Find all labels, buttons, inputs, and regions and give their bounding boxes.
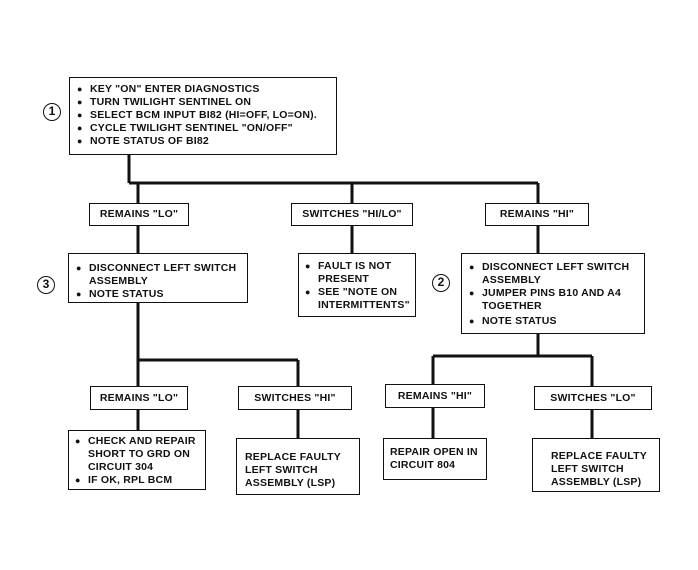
repair-open-box: REPAIR OPEN IN CIRCUIT 804 xyxy=(383,438,487,480)
fault-not-present-box: FAULT IS NOT PRESENT SEE "NOTE ON INTERM… xyxy=(298,253,416,317)
check-item-2: IF OK, RPL BCM xyxy=(74,474,200,487)
step-marker-2: 2 xyxy=(432,274,450,292)
fault-item-1: FAULT IS NOT PRESENT xyxy=(304,260,410,286)
step3-item-2: NOTE STATUS xyxy=(75,288,241,301)
step-marker-1: 1 xyxy=(43,103,61,121)
step2-item-1: DISCONNECT LEFT SWITCH ASSEMBLY xyxy=(468,261,638,287)
step2-item-2: JUMPER PINS B10 AND A4 TOGETHER xyxy=(468,287,638,313)
start-item-1: KEY "ON" ENTER DIAGNOSTICS xyxy=(76,83,330,96)
start-item-3-continuation: CYCLE TWILIGHT SENTINEL "ON/OFF" xyxy=(76,122,330,135)
lower-switches-hi: SWITCHES "HI" xyxy=(238,386,352,410)
replace-left-switch-box: REPLACE FAULTY LEFT SWITCH ASSEMBLY (LSP… xyxy=(236,438,360,495)
lower-switches-lo: SWITCHES "LO" xyxy=(534,386,652,410)
start-item-3: SELECT BCM INPUT BI82 (HI=OFF, LO=ON). xyxy=(76,109,330,122)
replace-right-switch-box: REPLACE FAULTY LEFT SWITCH ASSEMBLY (LSP… xyxy=(532,438,660,492)
lower-remains-lo: REMAINS "LO" xyxy=(90,386,188,410)
lower-remains-hi: REMAINS "HI" xyxy=(385,384,485,408)
branch-remains-hi: REMAINS "HI" xyxy=(485,203,589,226)
step2-instructions-box: DISCONNECT LEFT SWITCH ASSEMBLY JUMPER P… xyxy=(461,253,645,334)
step3-instructions-box: DISCONNECT LEFT SWITCH ASSEMBLY NOTE STA… xyxy=(68,253,248,303)
start-instructions-box: KEY "ON" ENTER DIAGNOSTICS TURN TWILIGHT… xyxy=(69,77,337,155)
step3-item-1: DISCONNECT LEFT SWITCH ASSEMBLY xyxy=(75,262,241,288)
check-repair-box: CHECK AND REPAIR SHORT TO GRD ON CIRCUIT… xyxy=(68,430,206,490)
branch-switches-hi-lo: SWITCHES "HI/LO" xyxy=(291,203,413,226)
check-item-1: CHECK AND REPAIR SHORT TO GRD ON CIRCUIT… xyxy=(74,435,200,474)
start-item-4: NOTE STATUS OF BI82 xyxy=(76,135,330,148)
branch-remains-lo: REMAINS "LO" xyxy=(89,203,189,226)
start-item-2: TURN TWILIGHT SENTINEL ON xyxy=(76,96,330,109)
fault-item-2: SEE "NOTE ON INTERMITTENTS" xyxy=(304,286,410,312)
step-marker-3: 3 xyxy=(37,276,55,294)
step2-item-3: NOTE STATUS xyxy=(468,315,638,328)
